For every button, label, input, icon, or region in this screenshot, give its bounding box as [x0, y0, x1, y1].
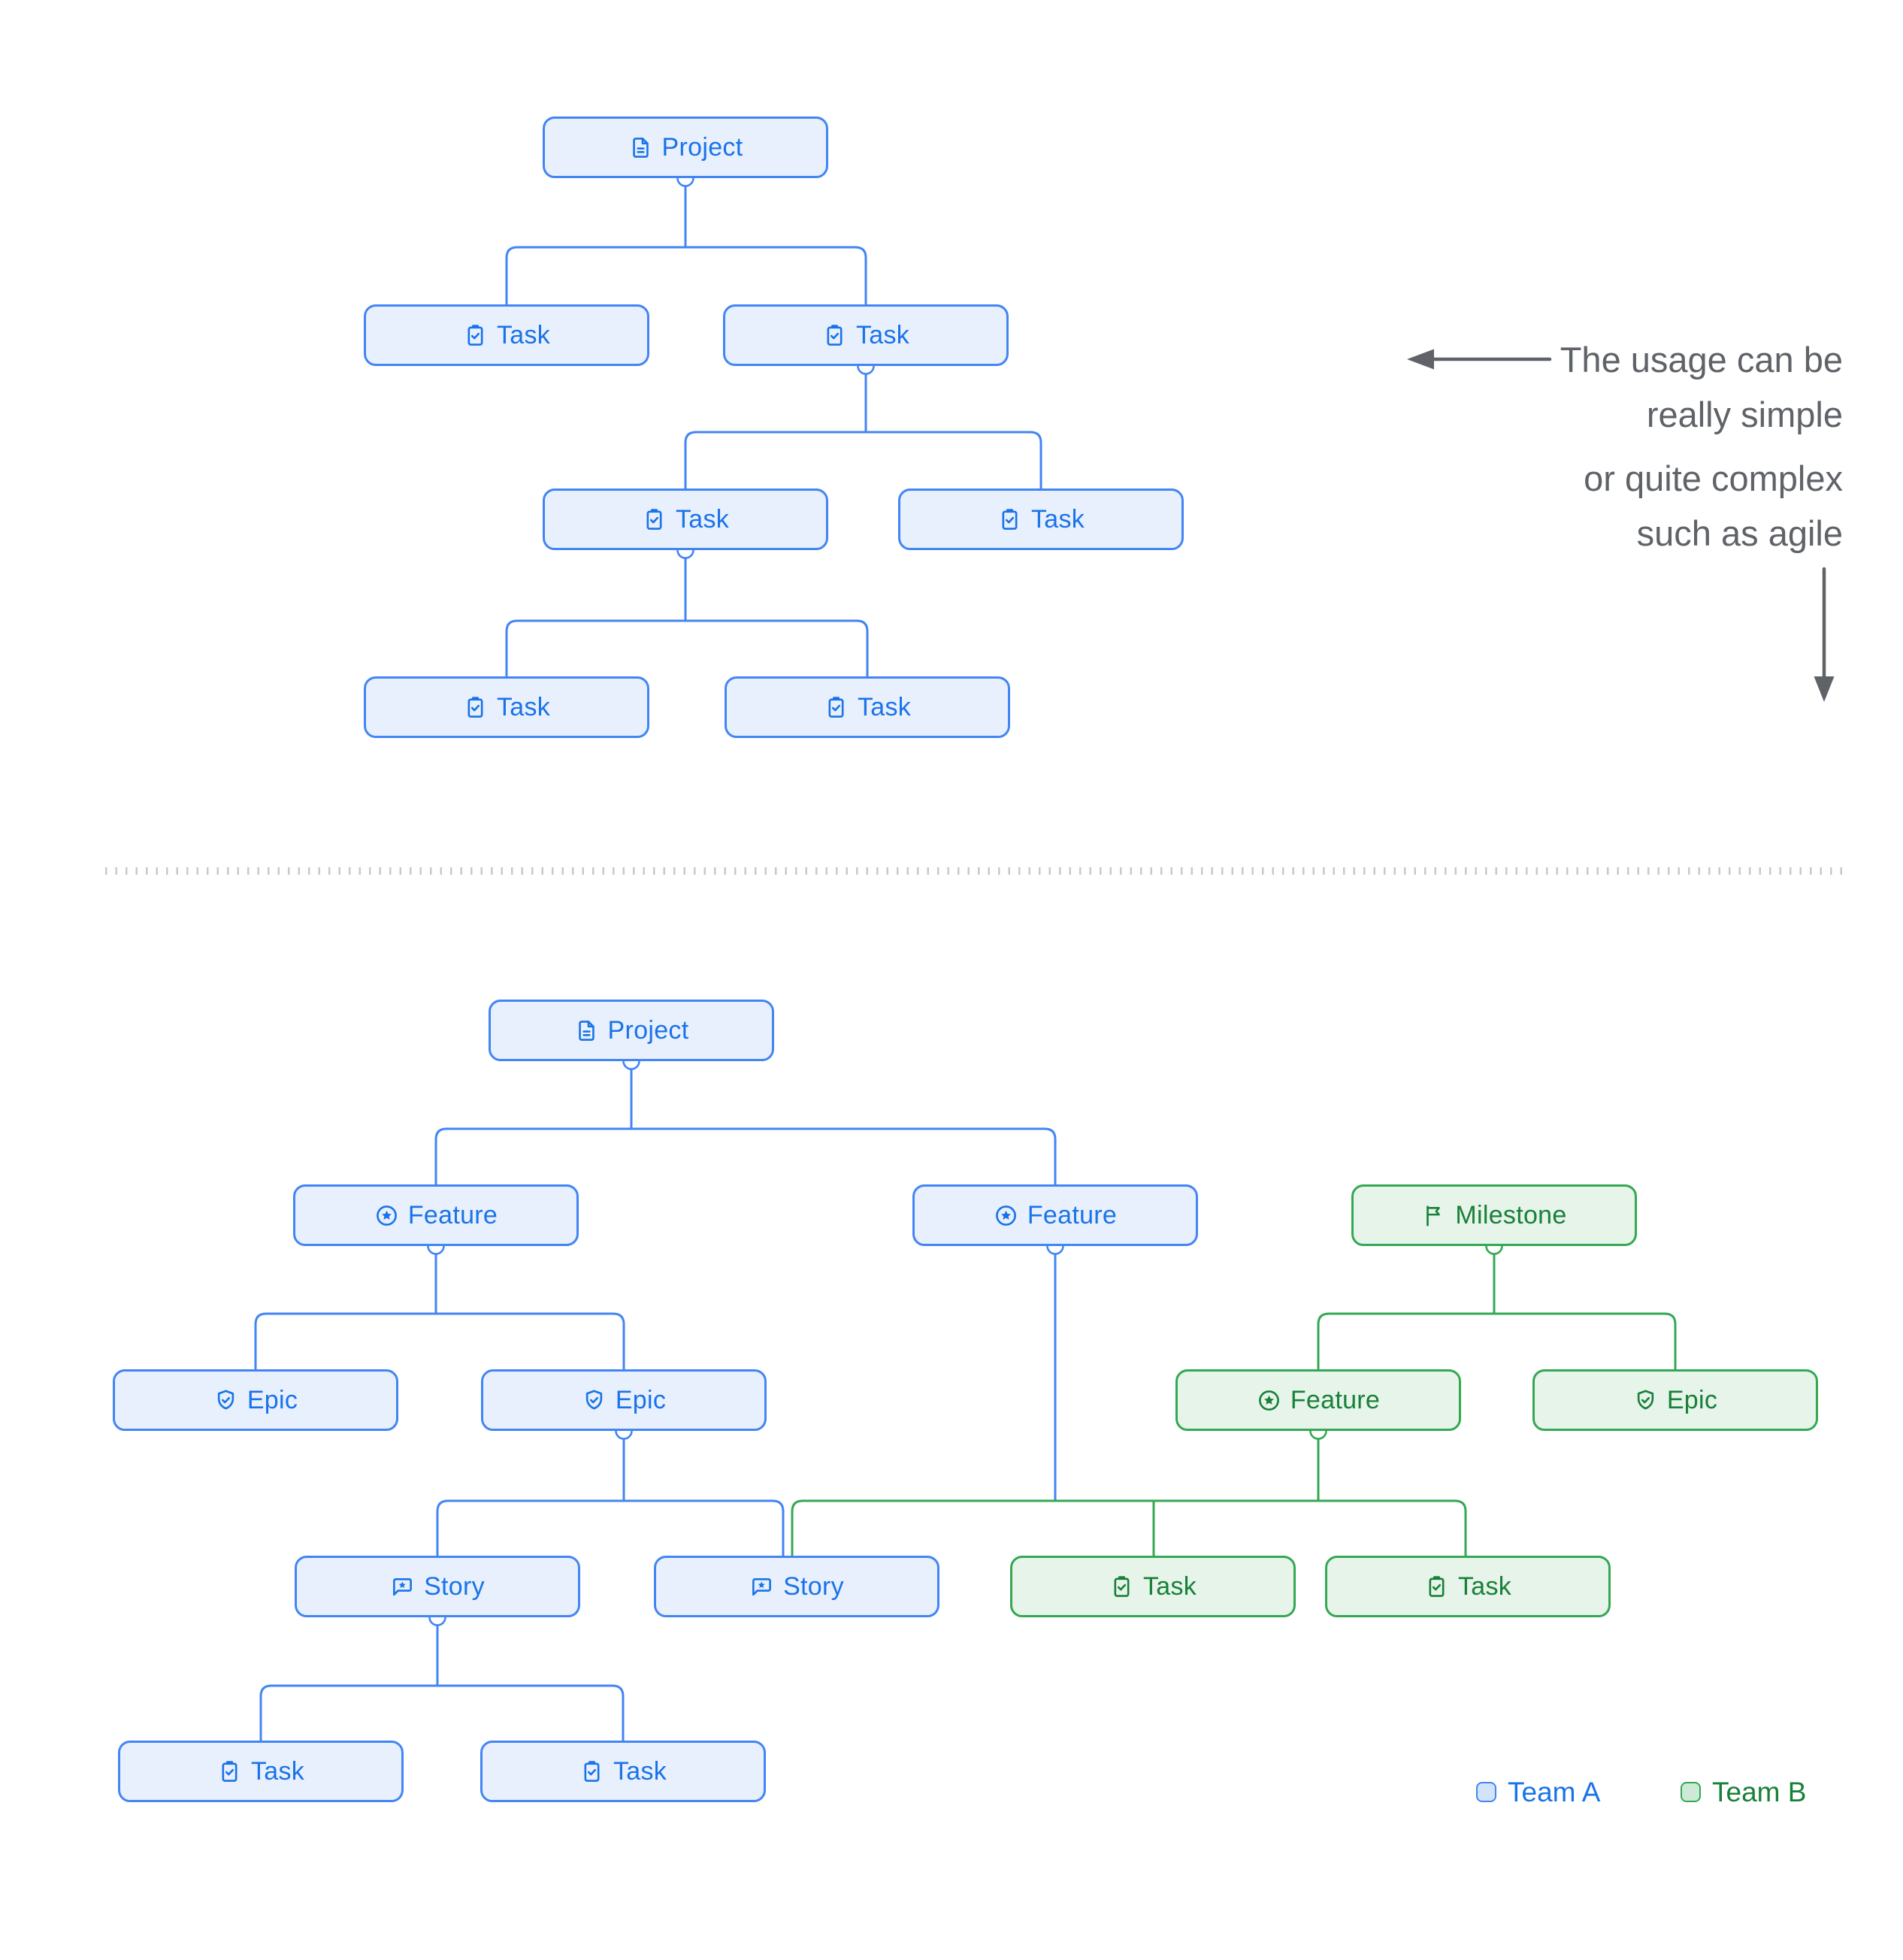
edge-connector [259, 1616, 625, 1742]
edge-connector [505, 549, 869, 678]
annotation-line: really simple [1646, 395, 1843, 434]
node-task[interactable]: Task [898, 488, 1184, 550]
team-b-label: Team B [1712, 1776, 1807, 1807]
annotation-line: The usage can be [1560, 340, 1843, 380]
edge-connector [1317, 1245, 1677, 1371]
legend-team-a: Team A [1476, 1776, 1601, 1807]
task-icon [997, 507, 1022, 532]
story-icon [390, 1574, 415, 1599]
node-epic[interactable]: Epic [1532, 1369, 1818, 1431]
project-icon [574, 1018, 599, 1043]
project-icon [628, 135, 653, 160]
node-label: Epic [247, 1386, 298, 1414]
annotation-block-complex: or quite complex such as agile [1560, 451, 1843, 561]
node-task[interactable]: Task [364, 304, 649, 366]
node-task[interactable]: Task [118, 1741, 404, 1802]
node-label: Epic [1666, 1386, 1718, 1414]
left-arrowhead-icon [1407, 349, 1434, 370]
node-label: Milestone [1455, 1201, 1567, 1230]
node-label: Task [675, 505, 730, 534]
annotation-block-simple: The usage can be really simple [1560, 332, 1843, 442]
node-label: Task [855, 321, 910, 349]
node-project[interactable]: Project [489, 1000, 774, 1061]
node-label: Task [1142, 1572, 1197, 1601]
node-project[interactable]: Project [543, 116, 828, 178]
node-story[interactable]: Story [654, 1556, 939, 1617]
node-feature[interactable]: Feature [912, 1184, 1198, 1246]
node-label: Task [496, 693, 551, 721]
node-task[interactable]: Task [723, 304, 1009, 366]
node-story[interactable]: Story [295, 1556, 580, 1617]
node-label: Project [661, 133, 743, 162]
task-icon [463, 695, 488, 720]
epic-icon [213, 1388, 238, 1413]
legend-team-b: Team B [1681, 1776, 1807, 1807]
annotation-line: or quite complex [1584, 458, 1843, 498]
node-label: Task [250, 1757, 305, 1786]
feature-icon [1257, 1388, 1281, 1413]
node-milestone[interactable]: Milestone [1351, 1184, 1637, 1246]
node-label: Task [613, 1757, 667, 1786]
node-task[interactable]: Task [725, 676, 1010, 738]
edge-connector [254, 1245, 625, 1371]
node-task[interactable]: Task [1325, 1556, 1611, 1617]
node-label: Feature [407, 1201, 498, 1230]
feature-icon [994, 1203, 1018, 1228]
node-task[interactable]: Task [364, 676, 649, 738]
task-icon [1424, 1574, 1449, 1599]
node-task[interactable]: Task [1010, 1556, 1296, 1617]
annotation-text: The usage can be really simple or quite … [1560, 332, 1843, 561]
edge-connector [684, 364, 1042, 490]
edge-connector [436, 1429, 785, 1557]
milestone-icon [1421, 1203, 1446, 1228]
task-icon [1109, 1574, 1134, 1599]
node-label: Story [783, 1572, 844, 1601]
epic-icon [582, 1388, 607, 1413]
node-label: Feature [1290, 1386, 1381, 1414]
task-icon [824, 695, 849, 720]
node-label: Feature [1027, 1201, 1118, 1230]
annotation-line: such as agile [1636, 513, 1843, 553]
node-label: Task [857, 693, 912, 721]
task-icon [642, 507, 667, 532]
node-label: Task [1457, 1572, 1512, 1601]
task-icon [217, 1759, 242, 1784]
node-label: Story [424, 1572, 485, 1601]
story-icon [749, 1574, 774, 1599]
edge-connector [434, 1060, 1057, 1186]
section-divider [105, 867, 1844, 875]
node-task[interactable]: Task [543, 488, 828, 550]
team-a-swatch [1476, 1781, 1496, 1802]
node-label: Task [496, 321, 551, 349]
node-epic[interactable]: Epic [113, 1369, 398, 1431]
edge-connector [791, 1429, 1467, 1557]
node-label: Project [607, 1016, 689, 1045]
node-feature[interactable]: Feature [293, 1184, 579, 1246]
edge-connector [505, 177, 867, 306]
task-icon [579, 1759, 604, 1784]
task-icon [463, 323, 488, 348]
task-icon [822, 323, 847, 348]
down-arrowhead-icon [1814, 676, 1835, 702]
node-task[interactable]: Task [480, 1741, 766, 1802]
node-epic[interactable]: Epic [481, 1369, 767, 1431]
node-label: Task [1030, 505, 1085, 534]
team-a-label: Team A [1508, 1776, 1601, 1807]
epic-icon [1633, 1388, 1658, 1413]
team-b-swatch [1681, 1781, 1701, 1802]
node-feature[interactable]: Feature [1175, 1369, 1461, 1431]
feature-icon [374, 1203, 399, 1228]
node-label: Epic [615, 1386, 667, 1414]
